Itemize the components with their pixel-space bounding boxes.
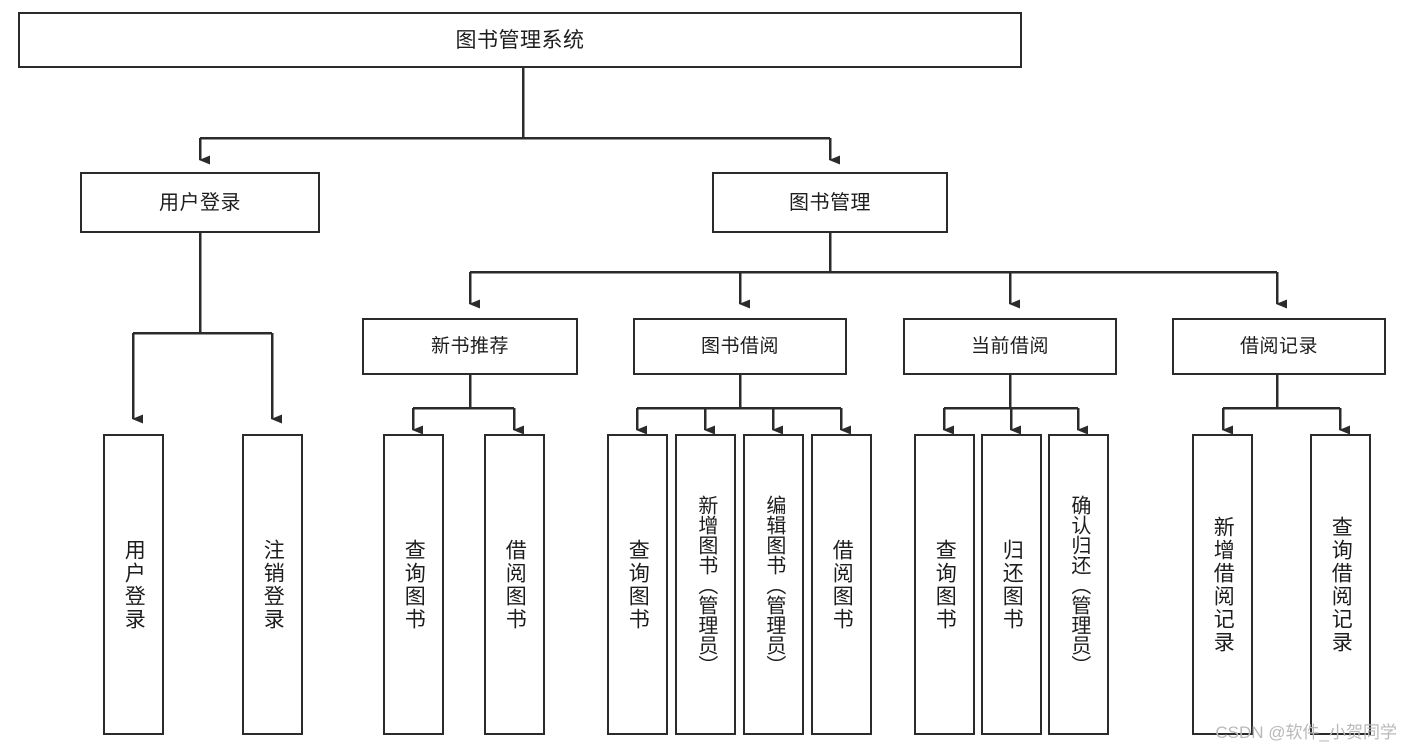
node-label: 查询图书 xyxy=(402,538,426,631)
node-label: 新增借阅记录 xyxy=(1211,515,1235,654)
node-book-borrow[interactable]: 图书借阅 xyxy=(633,318,847,375)
node-leaf-query-book-2[interactable]: 查询图书 xyxy=(607,434,668,735)
node-leaf-borrow-book-1[interactable]: 借阅图书 xyxy=(484,434,545,735)
watermark-text: CSDN @软件_小贺同学 xyxy=(1215,723,1397,742)
node-label: 编辑图书（管理员） xyxy=(762,494,785,675)
node-leaf-user-login[interactable]: 用户登录 xyxy=(103,434,164,735)
node-root-system[interactable]: 图书管理系统 xyxy=(18,12,1022,68)
node-label: 查询借阅记录 xyxy=(1329,515,1353,654)
node-leaf-user-logout[interactable]: 注销登录 xyxy=(242,434,303,735)
node-label: 借阅记录 xyxy=(1239,336,1318,357)
node-label: 查询图书 xyxy=(626,538,650,631)
node-new-book-recommend[interactable]: 新书推荐 xyxy=(362,318,578,375)
node-label: 图书管理 xyxy=(789,191,871,214)
node-current-borrow[interactable]: 当前借阅 xyxy=(903,318,1117,375)
node-label: 确认归还（管理员） xyxy=(1067,494,1090,675)
node-label: 新书推荐 xyxy=(430,336,509,357)
node-label: 查询图书 xyxy=(933,538,957,631)
node-leaf-borrow-book-2[interactable]: 借阅图书 xyxy=(811,434,872,735)
node-label: 用户登录 xyxy=(159,191,241,214)
node-label: 归还图书 xyxy=(1000,538,1024,631)
node-label: 注销登录 xyxy=(261,538,285,631)
node-label: 用户登录 xyxy=(122,538,146,631)
node-leaf-confirm-return[interactable]: 确认归还（管理员） xyxy=(1048,434,1109,735)
node-leaf-return-book[interactable]: 归还图书 xyxy=(981,434,1042,735)
node-user-login[interactable]: 用户登录 xyxy=(80,172,320,233)
node-leaf-query-book-3[interactable]: 查询图书 xyxy=(914,434,975,735)
node-label: 新增图书（管理员） xyxy=(694,494,717,675)
node-leaf-add-record[interactable]: 新增借阅记录 xyxy=(1192,434,1253,735)
node-label: 借阅图书 xyxy=(830,538,854,631)
node-label: 图书借阅 xyxy=(700,336,779,357)
node-leaf-query-record[interactable]: 查询借阅记录 xyxy=(1310,434,1371,735)
node-label: 借阅图书 xyxy=(503,538,527,631)
node-label: 当前借阅 xyxy=(970,336,1049,357)
node-book-management[interactable]: 图书管理 xyxy=(712,172,948,233)
node-label: 图书管理系统 xyxy=(455,28,585,52)
node-borrow-record[interactable]: 借阅记录 xyxy=(1172,318,1386,375)
node-leaf-query-book-1[interactable]: 查询图书 xyxy=(383,434,444,735)
node-leaf-add-book[interactable]: 新增图书（管理员） xyxy=(675,434,736,735)
node-leaf-edit-book[interactable]: 编辑图书（管理员） xyxy=(743,434,804,735)
